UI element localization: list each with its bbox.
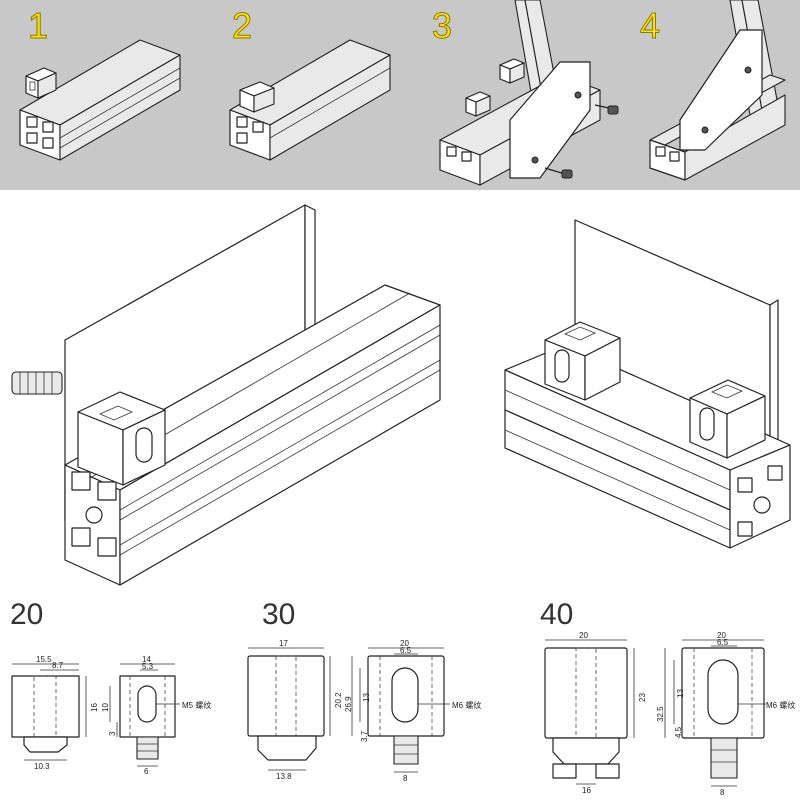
size-30-front-width2: 6.5 [400,646,412,655]
size-30-title: 30 [262,598,296,631]
size-30-front-slot: 8 [403,774,408,783]
size-40-side-height: 23 [638,693,647,702]
step-2-label: 2 [231,5,253,46]
size-40-bolt-note: M6 螺纹 [766,701,796,710]
left-assembly-drawing [11,204,441,586]
size-40-front-width: 20 [717,631,726,640]
size-20-bolt-note: M5 螺纹 [182,701,212,710]
size-20-side-width: 15.5 [36,655,52,664]
step-2-illustration [229,39,391,161]
size-30-front-width: 20 [400,639,409,648]
size-20-title: 20 [10,598,44,631]
size-30-side-base: 13.8 [276,772,292,781]
step-3-illustration [439,0,619,186]
size-40-front-width2: 6.5 [717,638,729,647]
size-30-side-width: 17 [279,639,288,648]
size-40-front-slot: 8 [720,788,725,797]
size-20-front-width: 14 [142,655,151,664]
size-40-side-base: 16 [582,786,591,795]
size-20-side-width2: 8.7 [52,661,64,670]
size-20-front-width2: 5.3 [142,662,154,671]
step-1-illustration [19,39,181,161]
step-illustrations [19,0,786,186]
size-20-front-slot: 6 [144,767,149,776]
size-20-side-base: 10.3 [34,762,50,771]
size-40-front-height2: 13 [676,689,685,698]
right-assembly-drawing [504,219,791,549]
step-banner: 1 2 3 4 [0,0,800,190]
step-3-label: 3 [431,5,453,46]
size-30-bolt-note: M6 螺纹 [452,701,482,710]
size-40-front-height: 32.5 [656,706,665,722]
size-40-side-width: 20 [579,631,588,640]
size-40-title: 40 [540,598,574,631]
step-4-label: 4 [639,5,661,46]
step-1-label: 1 [27,5,49,46]
step-4-illustration [649,0,786,181]
size-40-front-height3: 4.5 [674,726,683,738]
